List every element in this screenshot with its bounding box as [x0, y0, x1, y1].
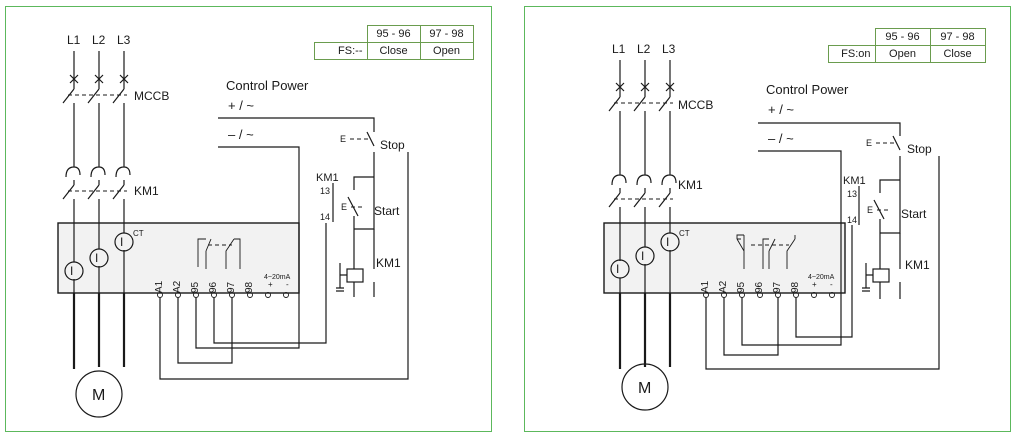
sensor-label: I	[120, 235, 123, 249]
wiring-diagram-fs-off: 95 - 96 97 - 98 FS:-- Close Open L1 L2 L…	[5, 6, 492, 432]
control-power-label: Control Power	[226, 78, 309, 93]
sensor-label: I	[641, 249, 644, 263]
terminal-95: 95	[736, 281, 747, 293]
terminal-row	[703, 292, 835, 298]
terminal-96: 96	[208, 281, 219, 293]
start-label: Start	[374, 204, 400, 218]
motor-protector-box	[57, 222, 300, 294]
mccb-label: MCCB	[678, 98, 713, 112]
sensor-label: I	[666, 235, 669, 249]
terminal-row	[157, 292, 289, 298]
stop-e-mark: E	[340, 134, 346, 144]
ct-label: CT	[679, 229, 690, 238]
plus-supply-label: + / ~	[228, 98, 254, 113]
motor-icon	[621, 363, 669, 411]
analog-minus: -	[286, 280, 289, 289]
aux-term-14: 14	[847, 215, 857, 225]
stop-e-mark: E	[866, 138, 872, 148]
sensor-label: I	[70, 264, 73, 278]
mccb-label: MCCB	[134, 89, 169, 103]
phase-label-l3: L3	[117, 33, 131, 47]
wiring-diagram-fs-on: 95 - 96 97 - 98 FS:on Open Close L1 L2 L…	[524, 6, 1011, 432]
terminal-97: 97	[226, 281, 237, 293]
motor-protector-box	[603, 222, 846, 294]
ct-label: CT	[133, 229, 144, 238]
state-95-96: Close	[366, 42, 421, 60]
terminal-a2: A2	[718, 280, 729, 293]
current-sensor-icon	[660, 232, 680, 252]
km1-aux-label: KM1	[843, 175, 866, 187]
phase-wires	[62, 51, 131, 223]
current-sensor-icon	[114, 232, 134, 252]
analog-minus: -	[830, 280, 833, 289]
fs-state-label: FS:--	[314, 42, 368, 60]
analog-output-label: 4~20mA	[264, 274, 291, 281]
motor-label: M	[92, 387, 105, 404]
terminal-95: 95	[190, 281, 201, 293]
aux-term-14: 14	[320, 212, 330, 222]
current-sensor-icon	[610, 259, 630, 279]
km1-contactor-label: KM1	[134, 184, 159, 198]
state-97-98: Open	[419, 42, 474, 60]
control-power-label: Control Power	[766, 82, 849, 97]
coil-label: KM1	[905, 258, 930, 272]
km1-aux-label: KM1	[316, 172, 339, 184]
header-97-98: 97 - 98	[419, 25, 474, 43]
analog-plus: +	[268, 280, 273, 289]
circuit-schematic: L1 L2 L3 MCCB KM1 I I I CT	[57, 33, 409, 418]
phase-label-l3: L3	[662, 42, 676, 56]
sensor-label: I	[616, 262, 619, 276]
stop-label: Stop	[907, 142, 932, 156]
terminal-a1: A1	[700, 280, 711, 293]
current-sensor-icon	[89, 248, 109, 268]
motor-label: M	[638, 380, 651, 397]
minus-supply-label: – / ~	[768, 131, 794, 146]
relay-state-table: 95 - 96 97 - 98 FS:on Open Close	[828, 28, 986, 63]
stop-label: Stop	[380, 138, 405, 152]
sensor-label: I	[95, 251, 98, 265]
circuit-schematic: L1 L2 L3 MCCB KM1 I I I CT M A1 A2	[603, 42, 940, 411]
terminal-96: 96	[754, 281, 765, 293]
phase-wires	[608, 60, 677, 223]
analog-plus: +	[812, 280, 817, 289]
phase-label-l2: L2	[92, 33, 106, 47]
minus-supply-label: – / ~	[228, 127, 254, 142]
current-sensor-icon	[635, 246, 655, 266]
start-e-mark: E	[867, 205, 873, 215]
coil-icon	[872, 268, 890, 283]
aux-term-13: 13	[320, 186, 330, 196]
coil-label: KM1	[376, 256, 401, 270]
phase-label-l1: L1	[67, 33, 81, 47]
relay-state-table: 95 - 96 97 - 98 FS:-- Close Open	[314, 25, 474, 60]
terminal-a1: A1	[154, 280, 165, 293]
coil-icon	[346, 268, 364, 283]
terminal-98: 98	[244, 281, 255, 293]
analog-output-label: 4~20mA	[808, 274, 835, 281]
km1-contactor-label: KM1	[678, 178, 703, 192]
aux-term-13: 13	[847, 189, 857, 199]
terminal-a2: A2	[172, 280, 183, 293]
current-sensor-icon	[64, 261, 84, 281]
start-label: Start	[901, 207, 927, 221]
state-97-98: Close	[929, 45, 986, 63]
phase-label-l1: L1	[612, 42, 626, 56]
phase-label-l2: L2	[637, 42, 651, 56]
start-e-mark: E	[341, 202, 347, 212]
terminal-97: 97	[772, 281, 783, 293]
plus-supply-label: + / ~	[768, 102, 794, 117]
motor-icon	[75, 370, 123, 418]
terminal-98: 98	[790, 281, 801, 293]
fs-state-label: FS:on	[828, 45, 876, 63]
